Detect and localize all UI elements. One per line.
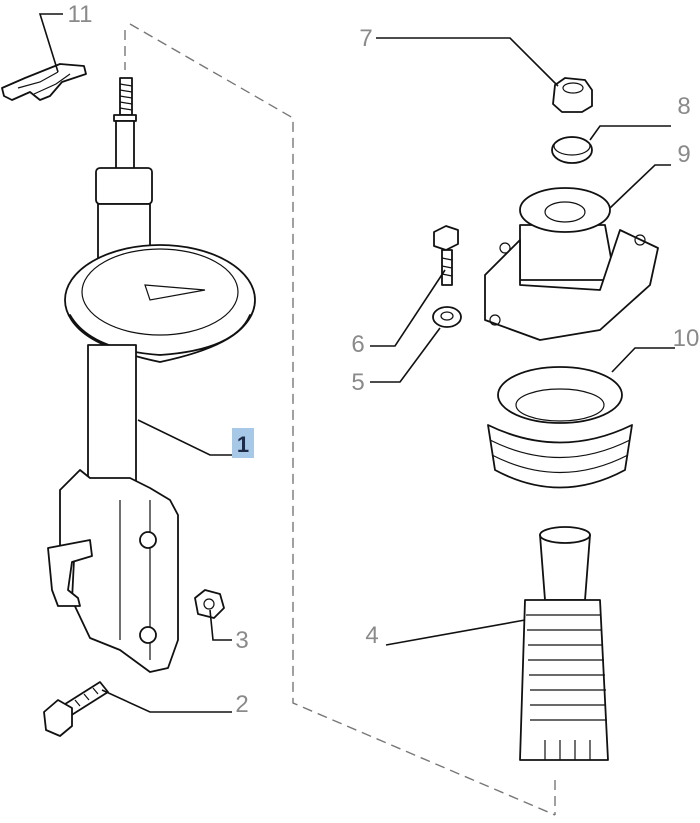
part-5-washer[interactable] xyxy=(432,306,462,328)
part-4-bump-stop[interactable] xyxy=(519,526,609,761)
callout-5[interactable]: 5 xyxy=(351,369,364,396)
callout-1[interactable]: 1 xyxy=(237,432,249,457)
part-2-bolt[interactable] xyxy=(43,681,109,737)
leader-lines xyxy=(38,13,675,713)
part-3-nut[interactable] xyxy=(194,589,225,619)
part-8-cap[interactable] xyxy=(551,136,593,164)
part-1-shock-absorber[interactable] xyxy=(47,77,256,673)
part-11-clip[interactable] xyxy=(1,63,87,101)
callout-2[interactable]: 2 xyxy=(235,691,248,718)
callout-3[interactable]: 3 xyxy=(235,627,248,654)
callout-1-highlight xyxy=(232,428,254,458)
assembly-dashed-outline xyxy=(124,23,556,816)
callout-9[interactable]: 9 xyxy=(677,141,690,168)
part-9-top-mount[interactable] xyxy=(484,187,659,341)
callout-11[interactable]: 11 xyxy=(68,1,93,28)
part-6-screw[interactable] xyxy=(433,225,459,286)
callout-7[interactable]: 7 xyxy=(359,25,372,52)
part-7-top-nut[interactable] xyxy=(552,77,593,113)
callout-6[interactable]: 6 xyxy=(351,331,364,358)
part-10-bellows-seat[interactable] xyxy=(487,366,633,489)
callout-10[interactable]: 10 xyxy=(673,325,700,352)
callout-4[interactable]: 4 xyxy=(365,622,378,649)
callout-8[interactable]: 8 xyxy=(677,93,690,120)
callout-labels: 1 2 3 4 5 6 7 8 9 10 11 xyxy=(68,1,700,718)
